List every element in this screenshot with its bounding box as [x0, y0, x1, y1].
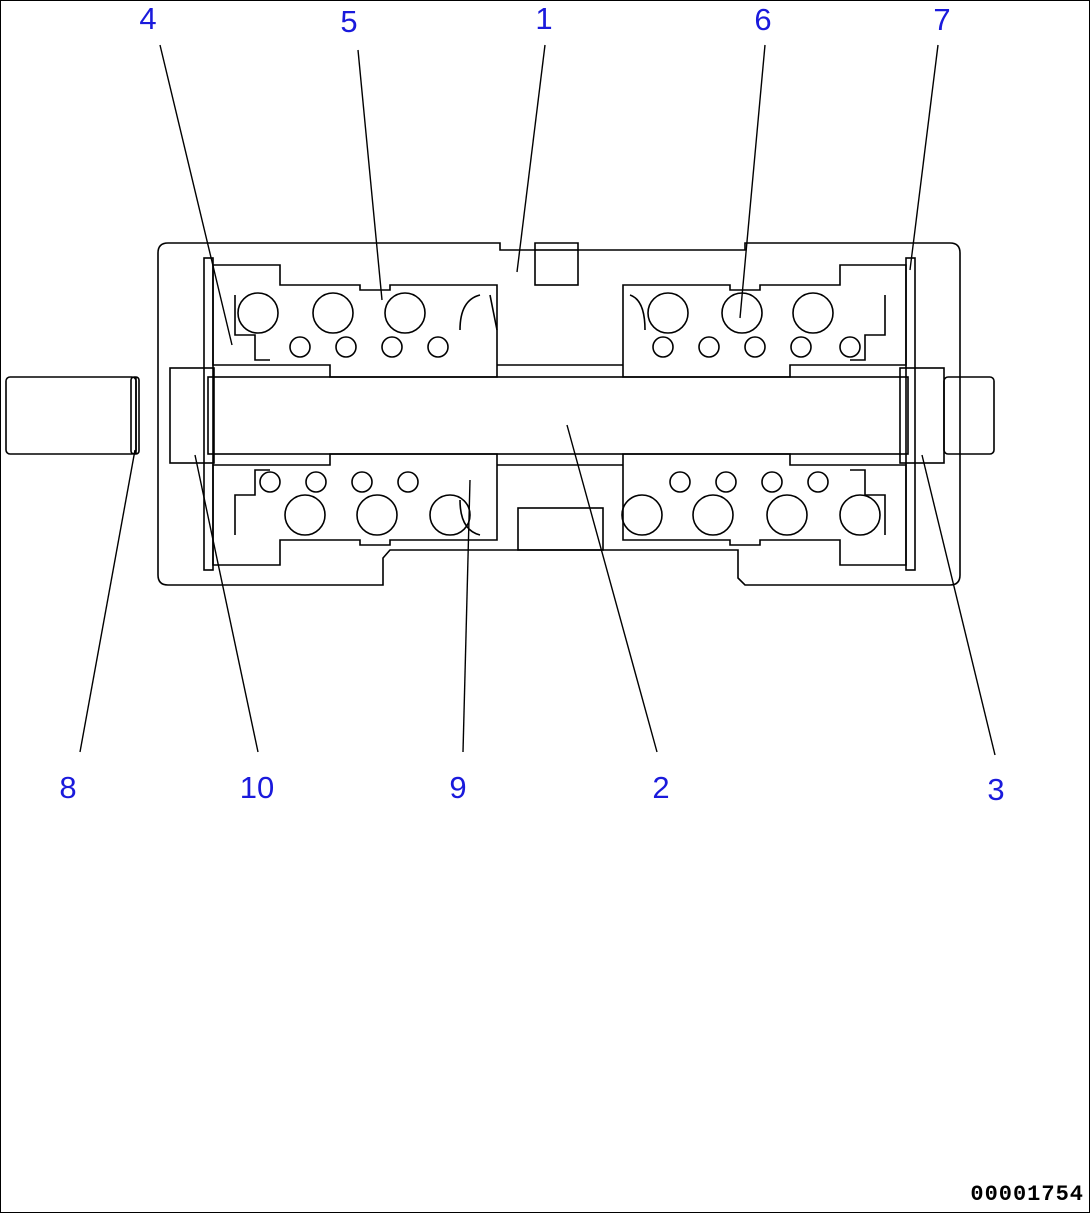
snap-ring-left: [203, 257, 214, 571]
callout-9: 9: [449, 770, 467, 805]
collar-left: [169, 367, 215, 464]
leader-9: [462, 479, 471, 753]
bushing-right-top: [622, 264, 907, 378]
leader-6: [739, 44, 766, 319]
leader-1: [516, 44, 546, 273]
callout-5: 5: [340, 4, 358, 39]
shaft-body: [207, 376, 909, 455]
drawing-number: 00001754: [970, 1182, 1084, 1207]
callout-10: 10: [239, 770, 275, 805]
seal-rings-right-bottom: [621, 469, 886, 536]
seal-rings-left-bottom: [234, 469, 481, 536]
housing-outline: [157, 242, 961, 586]
callout-4: 4: [139, 1, 157, 36]
leader-4: [159, 44, 233, 346]
leader-10: [194, 454, 259, 753]
leader-lines: [79, 44, 996, 756]
leader-2: [566, 424, 658, 753]
callout-1: 1: [535, 1, 553, 36]
collar-right: [899, 367, 945, 464]
leader-8: [79, 449, 136, 753]
shaft-right-end: [943, 376, 995, 455]
o-ring-8: [130, 376, 140, 455]
seal-rings-right-top: [629, 292, 886, 361]
callout-2: 2: [652, 770, 670, 805]
callout-7: 7: [933, 2, 951, 37]
leader-3: [921, 454, 996, 756]
housing-top-notch: [534, 249, 579, 286]
callout-6: 6: [754, 2, 772, 37]
bushing-right-bottom: [622, 453, 907, 566]
snap-ring-right: [905, 257, 916, 571]
callout-8: 8: [59, 770, 77, 805]
seal-rings-left-top: [234, 292, 498, 361]
leader-5: [357, 49, 383, 301]
bushing-left-bottom: [212, 453, 498, 566]
leader-7: [909, 44, 939, 271]
housing-bottom-notch: [517, 507, 604, 551]
callout-3: 3: [987, 772, 1005, 807]
shaft-left-end: [5, 376, 137, 455]
bushing-left-top: [212, 264, 498, 378]
